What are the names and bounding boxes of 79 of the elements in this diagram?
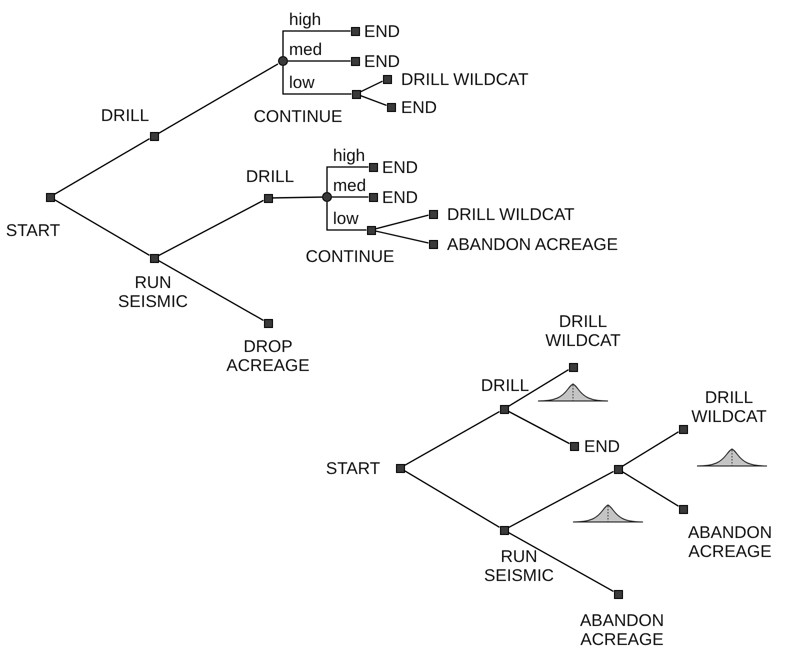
node-label: DRILL xyxy=(480,376,530,394)
connector-line xyxy=(404,410,500,466)
chance-node xyxy=(322,192,332,202)
connector-line xyxy=(360,95,387,106)
decision-node xyxy=(428,210,438,218)
node-label: START xyxy=(6,220,60,240)
connector-line xyxy=(508,470,614,528)
connector-line xyxy=(54,138,150,195)
decision-node xyxy=(500,404,508,414)
decision-node xyxy=(568,362,578,372)
decision-node xyxy=(678,424,688,434)
connector-line xyxy=(360,80,383,92)
decision-node xyxy=(678,504,688,514)
decision-node xyxy=(614,590,622,598)
node-label: END xyxy=(382,158,418,176)
connector-line xyxy=(404,470,500,528)
edge-label: high xyxy=(288,12,322,28)
node-label: ABANDON ACREAGE xyxy=(578,611,666,649)
decision-node xyxy=(570,442,578,450)
decision-node xyxy=(368,162,378,172)
connector-line xyxy=(622,471,679,507)
edge-label: high xyxy=(332,148,366,164)
edge-label: med xyxy=(288,42,324,58)
edge-label: low xyxy=(332,211,360,227)
connector-line xyxy=(332,196,368,198)
decision-node xyxy=(264,318,272,328)
connector-line xyxy=(375,214,429,230)
decision-node xyxy=(352,90,360,98)
decision-node xyxy=(428,240,438,248)
node-label: ABANDON ACREAGE xyxy=(447,234,618,254)
node-label: END xyxy=(364,22,400,40)
connector-line xyxy=(508,369,569,407)
connector-line xyxy=(288,60,350,62)
decision-node xyxy=(264,194,272,202)
node-label: RUN SEISMIC xyxy=(117,273,189,311)
connector-line xyxy=(158,63,278,134)
decision-node xyxy=(382,74,392,84)
connector-line xyxy=(326,202,366,231)
node-label: END xyxy=(584,436,620,456)
node-label: DROP ACREAGE xyxy=(225,337,311,375)
node-label: ABANDON ACREAGE xyxy=(686,523,774,561)
connector-line xyxy=(326,166,368,192)
node-label: DRILL WILDCAT xyxy=(544,312,622,350)
decision-node xyxy=(150,132,158,140)
decision-node xyxy=(500,526,508,534)
connector-line xyxy=(272,196,322,199)
connector-line xyxy=(375,230,429,244)
decision-node xyxy=(150,254,158,262)
chance-node xyxy=(278,56,288,66)
node-label: END xyxy=(364,52,400,70)
node-label: RUN SEISMIC xyxy=(483,547,555,585)
connector-line xyxy=(508,410,570,444)
node-label: DRILL WILDCAT xyxy=(401,70,529,88)
decision-node xyxy=(368,192,378,202)
node-label: CONTINUE xyxy=(254,106,342,126)
node-label: CONTINUE xyxy=(306,246,394,266)
decision-node xyxy=(350,26,360,36)
decision-node xyxy=(396,464,404,472)
node-label: DRILL xyxy=(100,106,150,124)
connector-line xyxy=(158,260,264,321)
connector-line xyxy=(158,200,264,256)
node-label: DRILL WILDCAT xyxy=(690,388,768,426)
connector-line xyxy=(508,532,614,592)
edge-label: low xyxy=(288,75,316,91)
connector-line xyxy=(282,66,352,95)
connector-line xyxy=(282,30,350,56)
connector-line xyxy=(54,199,150,256)
connector-line xyxy=(622,431,679,467)
node-label: DRILL xyxy=(246,166,294,186)
decision-node xyxy=(366,226,376,234)
node-label: END xyxy=(401,98,437,116)
decision-node xyxy=(350,56,360,66)
decision-node xyxy=(614,464,622,474)
node-label: START xyxy=(326,458,380,478)
decision-node xyxy=(386,102,396,112)
node-label: DRILL WILDCAT xyxy=(447,204,575,224)
node-label: END xyxy=(382,188,418,206)
edge-label: med xyxy=(332,178,368,194)
decision-node xyxy=(46,192,54,202)
